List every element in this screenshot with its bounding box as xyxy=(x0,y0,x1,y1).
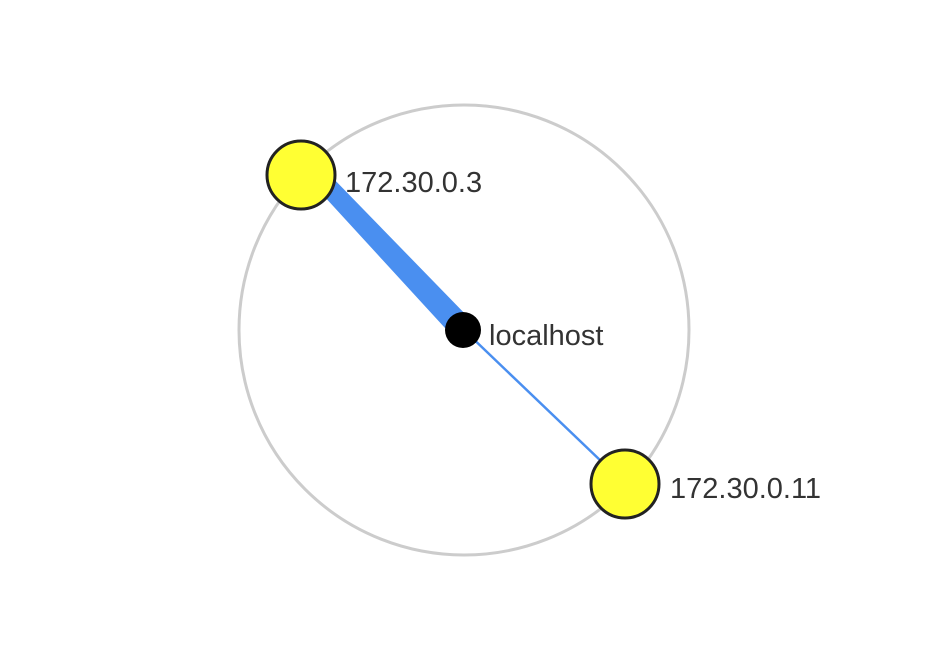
node-label: localhost xyxy=(489,320,603,352)
edge-localhost-172-30-0-3 xyxy=(312,173,471,340)
node-label: 172.30.0.3 xyxy=(345,167,482,199)
node-label: 172.30.0.11 xyxy=(670,473,821,505)
node-circle[interactable] xyxy=(589,448,661,520)
edge-localhost-172-30-0-11 xyxy=(463,329,626,485)
node-172-30-0-3[interactable]: 172.30.0.3 xyxy=(265,139,482,211)
orbit-ring xyxy=(237,103,691,557)
node-172-30-0-11[interactable]: 172.30.0.11 xyxy=(589,448,821,520)
node-circle[interactable] xyxy=(265,139,337,211)
node-circle[interactable] xyxy=(445,312,481,348)
node-localhost[interactable]: localhost xyxy=(445,312,603,352)
